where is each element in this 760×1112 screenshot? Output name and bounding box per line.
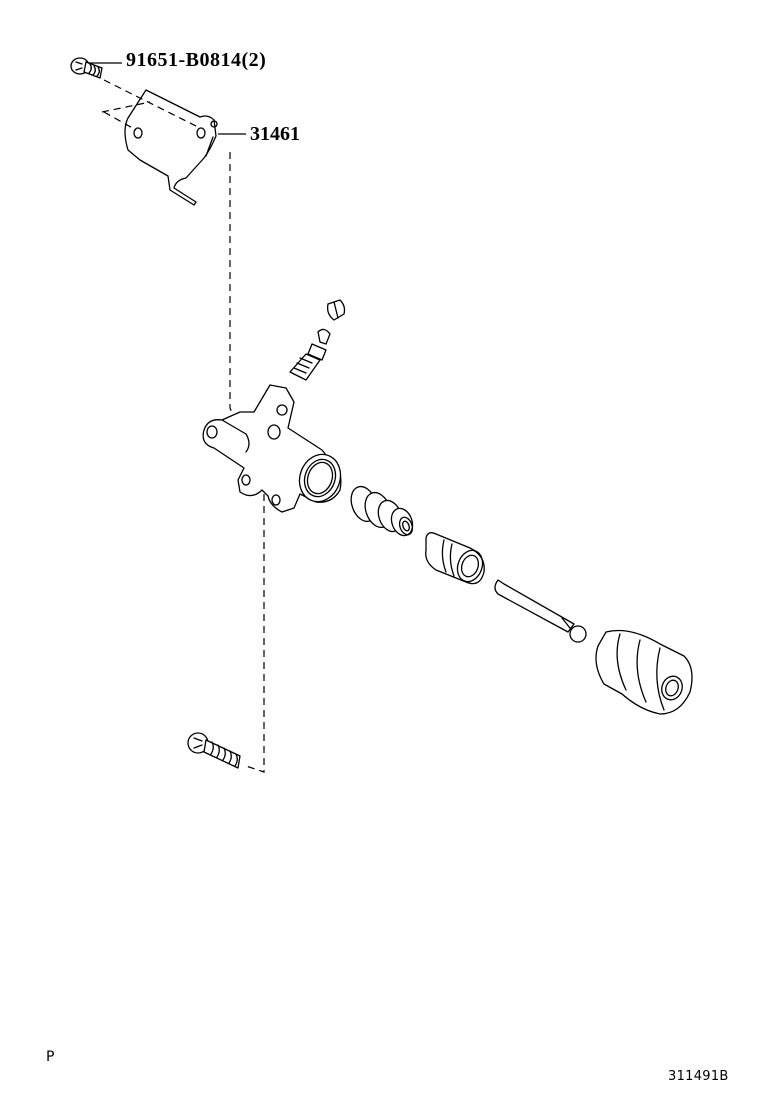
bleeder-plug-icon xyxy=(290,329,330,380)
alignment-line-upper xyxy=(230,152,240,416)
bracket-icon xyxy=(102,80,246,205)
bleeder-cap-icon xyxy=(328,300,345,320)
illustration-id: 311491B xyxy=(668,1069,729,1084)
spring-icon xyxy=(347,483,417,539)
corner-mark: P xyxy=(46,1049,55,1065)
boot-icon xyxy=(596,631,692,715)
callout-bracket-part-number[interactable]: 31461 xyxy=(250,123,300,145)
cylinder-body-icon xyxy=(203,385,347,512)
piston-icon xyxy=(426,533,487,585)
flange-bolt-top-icon xyxy=(71,58,122,78)
flange-bolt-bottom-icon xyxy=(188,733,240,768)
alignment-line-lower xyxy=(246,494,264,772)
callout-bolt-part-number[interactable]: 91651-B0814(2) xyxy=(126,49,267,71)
push-rod-icon xyxy=(495,580,586,642)
